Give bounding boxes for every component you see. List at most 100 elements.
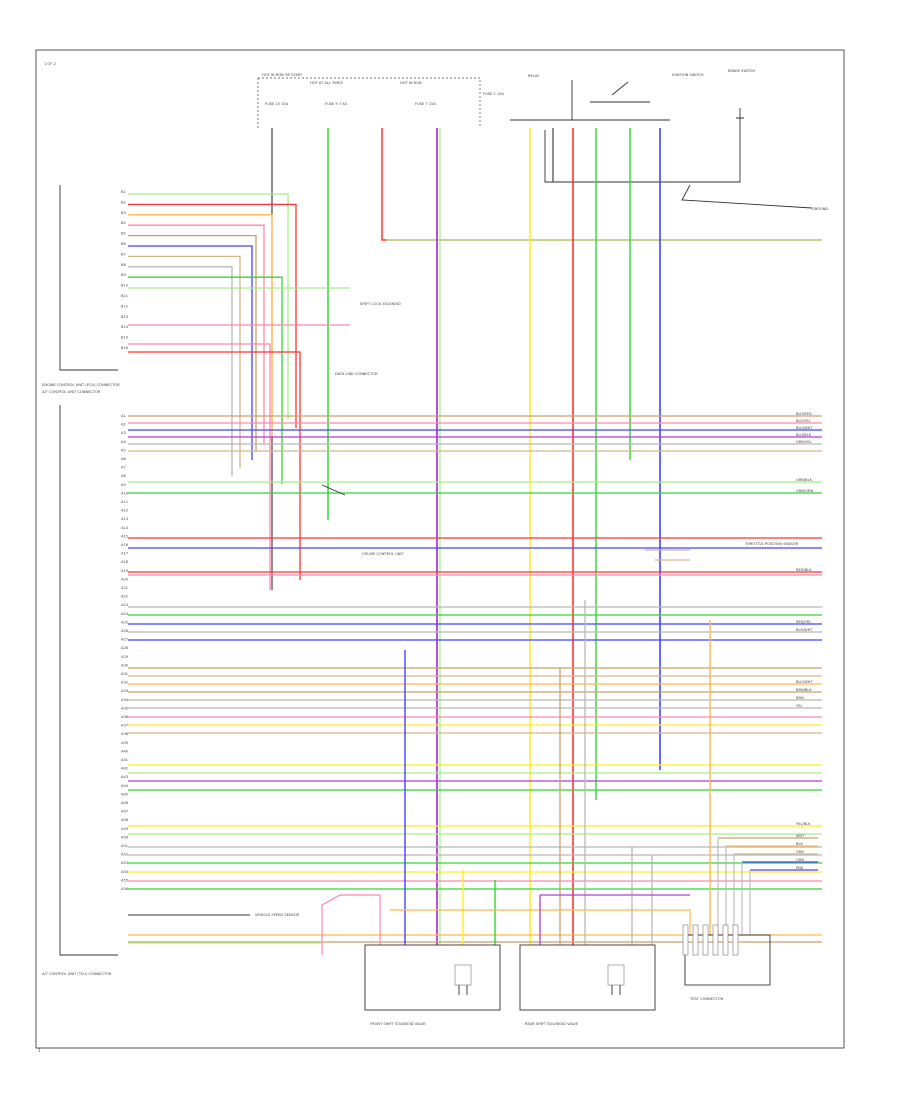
pin-label: A22: [121, 595, 128, 599]
left-connector-blocks: ENGINE CONTROL UNIT (ECU) CONNECTOR A/T …: [42, 185, 129, 976]
wire-cluster-3: [128, 224, 265, 444]
pin-label: A44: [121, 784, 129, 788]
solenoid-body: [454, 964, 472, 986]
pin-label-column: B1B2B3B4B5B6B7B8B9B10B11B12B13B14B15B16A…: [121, 190, 129, 891]
right-wire-label: GRN/BLK: [796, 478, 813, 482]
ground-return: [544, 125, 741, 183]
right-wire-label: PNK: [796, 866, 804, 870]
brake-switch-symbol: [736, 108, 744, 125]
test-connector-pin: [732, 924, 739, 956]
pin-label: A2: [121, 423, 126, 427]
pin-label: A54: [121, 870, 129, 874]
front-solenoid-box: [364, 944, 501, 1011]
pin-label: A19: [121, 569, 129, 573]
tcu-bottom-title: A/T CONTROL UNIT (TCU) CONNECTOR: [42, 972, 112, 976]
pin-label: A36: [121, 715, 129, 719]
wire-cluster-1: [128, 203, 297, 428]
pin-label: A39: [121, 741, 129, 745]
pin-label: A46: [121, 801, 129, 805]
right-wire-label: BRN/BLK: [796, 688, 812, 692]
front-solenoid-label: FRONT SHIFT SOLENOID VALVE: [370, 1022, 426, 1026]
relay-switch: [571, 80, 650, 120]
pin-label: A37: [121, 724, 128, 728]
wire-cluster-0: [128, 193, 289, 420]
pin-label: B13: [121, 315, 128, 319]
rear-solenoid-label: REAR SHIFT SOLENOID VALVE: [525, 1022, 579, 1026]
solenoid-body: [607, 964, 625, 986]
pin-label: A26: [121, 629, 129, 633]
right-wire-label: YEL: [796, 704, 802, 708]
solenoid-leads: [611, 985, 621, 995]
right-wire-label: YEL/BLK: [796, 822, 811, 826]
pin-label: B15: [121, 336, 128, 340]
pin-label: A56: [121, 887, 129, 891]
pin-label: B12: [121, 304, 128, 308]
ecu-bracket: [59, 405, 118, 956]
test-connector-label: TEST CONNECTOR: [689, 997, 724, 1001]
page-number: 1: [38, 1048, 41, 1053]
ecu-lower-title: A/T CONTROL UNIT CONNECTOR: [42, 390, 101, 394]
right-wire-label: RED/YEL: [796, 620, 811, 624]
pin-label: A33: [121, 689, 128, 693]
ignition-switch-label: IGNITION SWITCH: [672, 73, 704, 77]
shift-lock-label: SHIFT LOCK SOLENOID: [360, 302, 401, 306]
solenoid-symbols: [454, 924, 739, 995]
fuse-e-label: FUSE 9 7.5A: [325, 102, 348, 106]
pin-label: B11: [121, 294, 128, 298]
pin-label: A20: [121, 577, 129, 581]
right-wire-label: GRN/YEL: [796, 440, 812, 444]
pin-label: B14: [121, 325, 129, 329]
pin-label: B3: [121, 211, 126, 215]
ground-a-label: GROUND: [812, 207, 828, 211]
wire-top-of-bottom: [390, 909, 691, 935]
wire-vss-pink: [321, 894, 381, 955]
pin-label: B2: [121, 200, 126, 204]
test-connector-pin: [692, 924, 699, 956]
pin-label: A3: [121, 431, 126, 435]
pin-label: B7: [121, 252, 126, 256]
front-solenoid-symbol: [454, 964, 472, 995]
pin-label: A41: [121, 758, 128, 762]
pin-label: A18: [121, 560, 129, 564]
corner-label: 1 OF 2: [44, 62, 56, 66]
rear-solenoid-box: [519, 944, 656, 1011]
pin-label: A53: [121, 861, 128, 865]
wire-fuse-f-red: [381, 128, 822, 241]
pin-label: A55: [121, 878, 128, 882]
pin-label: A51: [121, 844, 128, 848]
pin-label: A31: [121, 672, 128, 676]
pin-label: A5: [121, 448, 126, 452]
ecu-upper-label: ENGINE CONTROL UNIT (ECU) CONNECTOR: [42, 383, 120, 387]
pin-label: A35: [121, 706, 128, 710]
pin-label: B4: [121, 221, 126, 225]
wire-test-drops: [717, 838, 751, 935]
wire-cluster-red: [128, 351, 301, 580]
pin-label: B5: [121, 232, 126, 236]
pin-label: A21: [121, 586, 128, 590]
pin-label: A6: [121, 457, 126, 461]
solenoid-leads: [458, 985, 468, 995]
pin-label: B6: [121, 242, 126, 246]
cruise-label: CRUISE CONTROL UNIT: [362, 552, 404, 556]
pin-label: A23: [121, 603, 128, 607]
wire-cluster-2: [128, 214, 273, 436]
diagram-frame: [35, 49, 845, 1049]
right-wire-label: RED/BLK: [796, 568, 812, 572]
relay-label: RELAY: [528, 74, 540, 78]
right-wire-label: WHT: [796, 834, 805, 838]
fuse-a-label: HOT IN RUN OR START: [262, 73, 303, 77]
wire-cluster-pink: [128, 343, 271, 590]
right-wire-label: BLU/BLK: [796, 433, 812, 437]
pin-label: A52: [121, 853, 128, 857]
pin-label: B10: [121, 284, 129, 288]
pin-label: A43: [121, 775, 128, 779]
right-wire-label: BLU/WHT: [796, 680, 813, 684]
fuse-d-label: FUSE 15 10A: [265, 102, 289, 106]
bottom-components: FRONT SHIFT SOLENOID VALVE REAR SHIFT SO…: [364, 924, 771, 1026]
pin-label: A27: [121, 638, 128, 642]
right-wire-label: GRN: [796, 850, 804, 854]
right-wire-label: BLK: [796, 842, 803, 846]
right-wire-label: ORN: [796, 858, 804, 862]
right-wire-label: BLU/YEL: [796, 419, 811, 423]
right-wire-label: BRN: [796, 696, 804, 700]
